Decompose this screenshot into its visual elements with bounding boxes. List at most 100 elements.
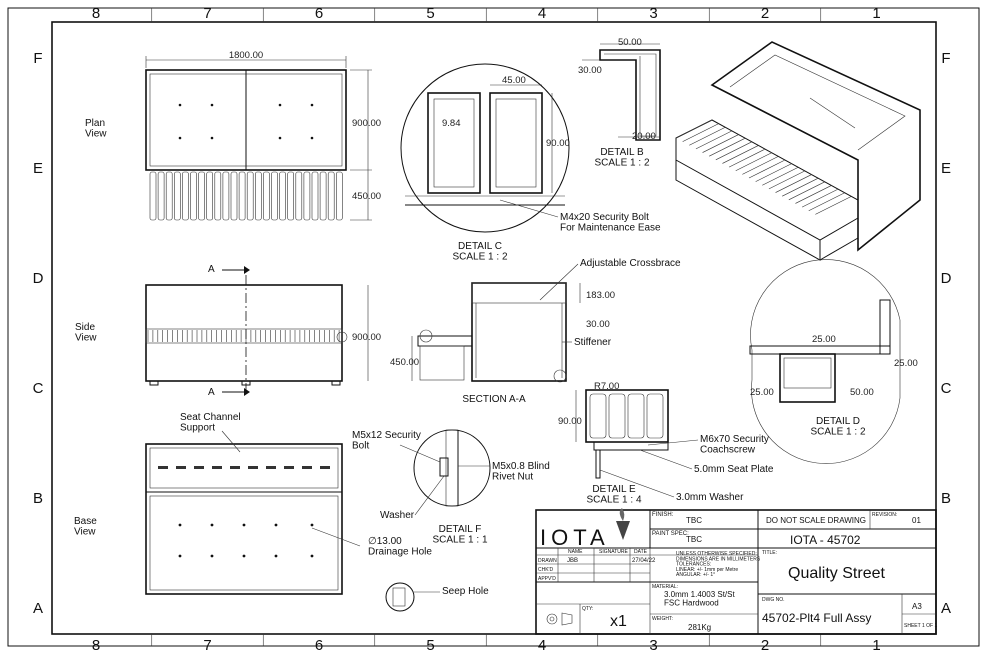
- zone-row-B: B: [941, 490, 951, 507]
- plan-bolts: [178, 103, 314, 140]
- detail-b-dim2: 30.00: [578, 65, 602, 76]
- svg-text:DATE: DATE: [634, 549, 648, 555]
- svg-text:01: 01: [912, 516, 921, 525]
- detail-c-dim3: 90.00: [546, 138, 570, 149]
- plan-dim-h2: 450.00: [352, 191, 381, 202]
- zone-col-7: 7: [203, 637, 211, 654]
- base-slots: [158, 466, 330, 469]
- seatplate-label: 5.0mm Seat Plate: [694, 464, 774, 475]
- section-mark-top: A: [208, 264, 215, 275]
- zone-col-4: 4: [538, 637, 546, 654]
- section-dim3: 450.00: [390, 357, 419, 368]
- zone-row-E: E: [941, 160, 951, 177]
- zone-row-A: A: [33, 600, 43, 617]
- section-dim2: 30.00: [586, 319, 610, 330]
- svg-text:DRAWN: DRAWN: [538, 558, 557, 564]
- svg-text:QTY:: QTY:: [582, 606, 593, 612]
- zone-col-2: 2: [761, 637, 769, 654]
- zone-col-1: 1: [872, 5, 880, 22]
- logo: IOTA: [540, 525, 610, 550]
- zone-row-D: D: [941, 270, 952, 287]
- zone-col-5: 5: [426, 637, 434, 654]
- svg-text:JBB: JBB: [567, 558, 578, 564]
- svg-text:SIGNATURE: SIGNATURE: [599, 549, 628, 555]
- zone-col-6: 6: [315, 637, 323, 654]
- section-dim1: 183.00: [586, 290, 615, 301]
- zone-col-2: 2: [761, 5, 769, 22]
- drawing-title: Quality Street: [788, 565, 885, 582]
- zone-row-A: A: [941, 600, 951, 617]
- washer-e-label: 3.0mm Washer: [676, 492, 744, 503]
- zone-col-3: 3: [649, 637, 657, 654]
- zone-row-F: F: [941, 50, 950, 67]
- zone-row-E: E: [33, 160, 43, 177]
- detail-c-dim1: 45.00: [502, 75, 526, 86]
- zone-row-C: C: [33, 380, 44, 397]
- zone-col-4: 4: [538, 5, 546, 22]
- svg-text:DWG NO.: DWG NO.: [762, 597, 785, 603]
- inner-border: [51, 21, 937, 635]
- drawing-number: 45702-Plt4 Full Assy: [762, 611, 871, 625]
- zone-col-3: 3: [649, 5, 657, 22]
- section-mark-bottom: A: [208, 387, 215, 398]
- outer-border: [7, 7, 980, 647]
- svg-text:FINISH:: FINISH:: [652, 512, 674, 518]
- project-number: IOTA - 45702: [790, 533, 861, 547]
- side-dim-h: 900.00: [352, 332, 381, 343]
- detail-d-dim3: 25.00: [750, 387, 774, 398]
- base-holes: [178, 523, 314, 558]
- svg-text:DO NOT SCALE DRAWING: DO NOT SCALE DRAWING: [766, 516, 866, 525]
- iso-slats: [675, 119, 852, 215]
- zone-col-8: 8: [92, 5, 100, 22]
- plan-slats: [149, 171, 343, 221]
- zone-row-D: D: [33, 270, 44, 287]
- zone-col-6: 6: [315, 5, 323, 22]
- svg-text:TBC: TBC: [686, 535, 702, 544]
- zone-col-5: 5: [426, 5, 434, 22]
- svg-text:PAINT SPEC:: PAINT SPEC:: [652, 531, 689, 537]
- svg-text:27/04/22: 27/04/22: [632, 558, 656, 564]
- svg-text:SHEET 1 OF 1: SHEET 1 OF 1: [904, 623, 937, 629]
- detail-c-dim2: 9.84: [442, 118, 461, 129]
- detail-e-slats: [589, 393, 664, 439]
- detail-d-dim1: 25.00: [812, 334, 836, 345]
- zone-row-B: B: [33, 490, 43, 507]
- plan-dim-h1: 900.00: [352, 118, 381, 129]
- title-block: IOTA FINISH: TBC PAINT SPEC: TBC DO NOT …: [535, 508, 937, 635]
- svg-text:REVISION:: REVISION:: [872, 512, 897, 518]
- detail-d-dim2: 25.00: [894, 358, 918, 369]
- zone-col-7: 7: [203, 5, 211, 22]
- detail-b-dim1: 50.00: [618, 37, 642, 48]
- zone-row-C: C: [941, 380, 952, 397]
- isometric-view: [675, 41, 921, 261]
- svg-text:UNLESS OTHERWISE SPECIFIED:DIM: UNLESS OTHERWISE SPECIFIED:DIMENSIONS AR…: [676, 551, 761, 578]
- detail-e-dim1: 90.00: [558, 416, 582, 427]
- svg-text:CHK'D: CHK'D: [538, 567, 554, 573]
- svg-text:APPV'D: APPV'D: [538, 576, 556, 582]
- seep-hole-label: Seep Hole: [442, 586, 489, 597]
- section-aa: Adjustable Crossbrace 183.00 30.00 Stiff…: [390, 258, 681, 405]
- plan-dim-width: 1800.00: [229, 50, 263, 61]
- svg-text:281Kg: 281Kg: [688, 623, 711, 632]
- zone-col-8: 8: [92, 637, 100, 654]
